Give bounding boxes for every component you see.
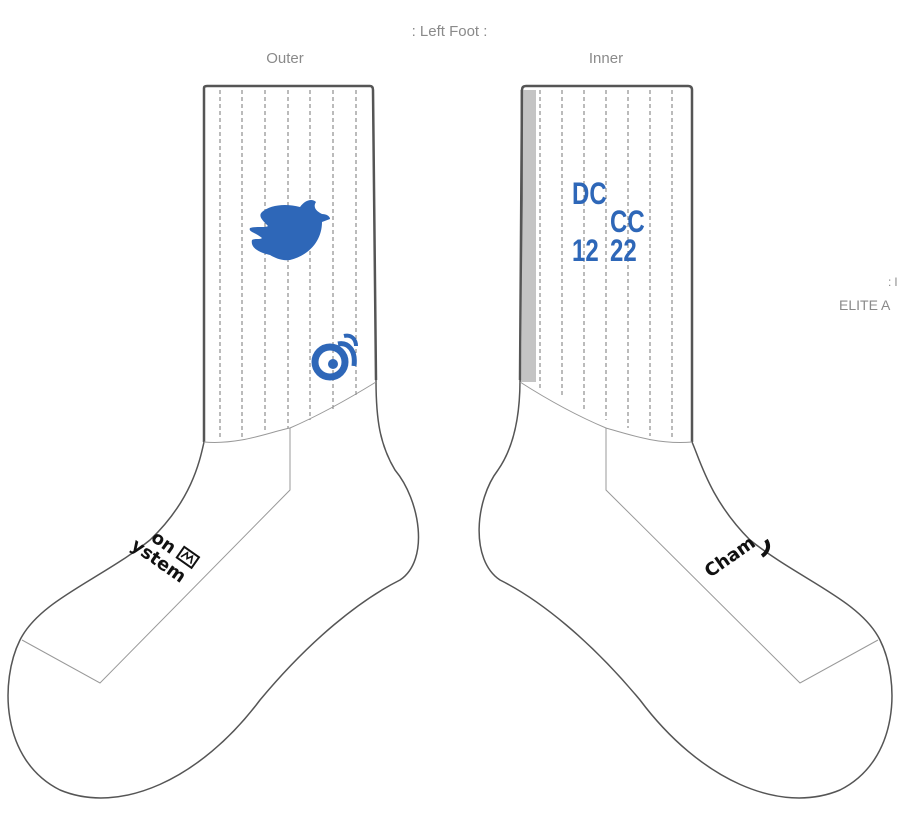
inner-text-12: 12: [572, 233, 599, 268]
outer-label: Outer: [266, 50, 304, 67]
side-note-line1: : l: [888, 275, 898, 289]
spiral-logo-icon: [311, 333, 358, 381]
inner-text-dc: DC: [572, 176, 607, 211]
side-note-line2: ELITE A: [839, 297, 891, 313]
brand-badge-icon: [175, 545, 201, 570]
inner-stripes: [539, 90, 673, 440]
dove-icon: [249, 199, 330, 261]
inner-seam-hatch: [520, 90, 536, 382]
outer-stripes: [219, 90, 357, 440]
inner-brand-fragment: Cham: [701, 532, 760, 582]
inner-label: Inner: [588, 50, 624, 67]
page-title: : Left Foot :: [411, 23, 488, 40]
inner-text-cc: CC: [610, 204, 645, 239]
inner-text-22: 22: [610, 233, 637, 268]
